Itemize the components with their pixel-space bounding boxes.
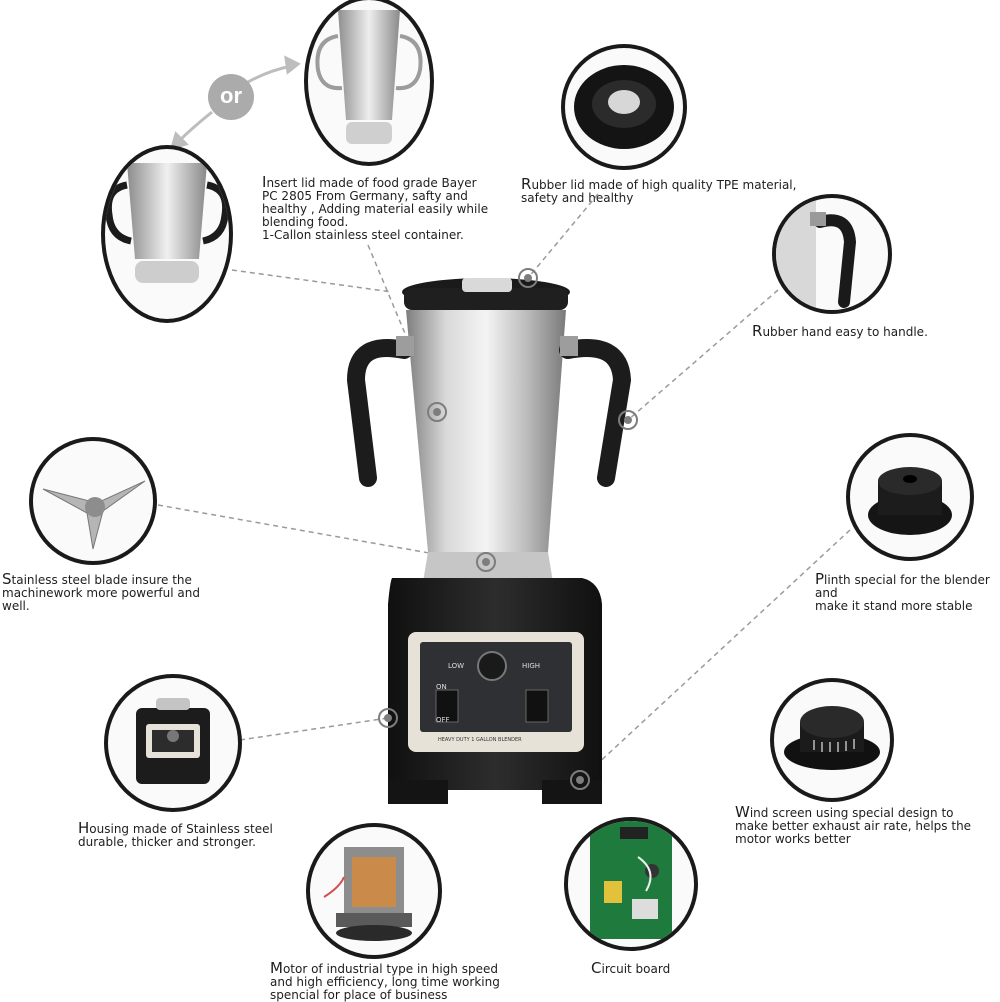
- callout-line: ubber lid made of high quality TPE mater…: [531, 178, 797, 192]
- stainless-jar-circle: [304, 0, 434, 166]
- callout-line: nsert lid made of food grade Bayer: [266, 176, 477, 190]
- housing-image: [136, 698, 210, 784]
- callout-plinth: Plinth special for the blender and make …: [815, 570, 1000, 613]
- callout-circuit-board: Circuit board: [591, 959, 671, 977]
- callout-line: ircuit board: [601, 962, 671, 976]
- blade-image: [42, 480, 146, 550]
- panel-on-label: ON: [436, 683, 447, 691]
- callout-line: make better exhaust air rate, helps the: [735, 819, 972, 833]
- callout-initial: S: [2, 570, 12, 588]
- callout-initial: W: [735, 803, 750, 821]
- callout-housing: Housing made of Stainless steel durable,…: [78, 819, 273, 849]
- rubber-lid-image: [574, 65, 674, 149]
- callout-line: ousing made of Stainless steel: [89, 822, 273, 836]
- callout-line: tainless steel blade insure the: [11, 573, 192, 587]
- callout-line: well.: [2, 599, 30, 613]
- callout-motor: Motor of industrial type in high speed a…: [270, 959, 500, 1002]
- callout-line: otor of industrial type in high speed: [282, 962, 498, 976]
- callout-rubber-lid: Rubber lid made of high quality TPE mate…: [521, 175, 797, 205]
- circuit-board-image: [590, 821, 672, 939]
- callout-initial: R: [752, 322, 763, 340]
- callout-line: safety and healthy: [521, 191, 634, 205]
- rubber-handle-image: [776, 198, 857, 310]
- callout-line: motor works better: [735, 832, 851, 846]
- motor-image: [323, 847, 412, 941]
- plinth-image: [868, 467, 952, 535]
- rubber-lid-circle: [561, 44, 687, 170]
- stainless-jar-image: [315, 10, 423, 144]
- rubber-handle-circle: [772, 194, 892, 314]
- plinth-circle: [846, 433, 974, 561]
- callout-rubber-hand: Rubber hand easy to handle.: [752, 322, 928, 340]
- jar-alt-circle: [101, 145, 233, 323]
- panel-high-label: HIGH: [522, 662, 541, 670]
- callout-line: linth special for the blender and: [815, 573, 990, 600]
- circuit-board-circle: [564, 817, 698, 951]
- callout-initial: P: [815, 570, 825, 588]
- callout-line: durable, thicker and stronger.: [78, 835, 256, 849]
- panel-off-label: OFF: [436, 716, 450, 724]
- callout-line: ind screen using special design to: [749, 806, 954, 820]
- wind-screen-circle: [770, 678, 894, 802]
- callout-line: blending food.: [262, 215, 349, 229]
- callout-line: spencial for place of business: [270, 988, 448, 1002]
- callout-insert-lid: Insert lid made of food grade Bayer PC 2…: [262, 173, 489, 242]
- callout-line: make it stand more stable: [815, 599, 973, 613]
- callout-initial: H: [78, 819, 90, 837]
- callout-line: healthy , Adding material easily while: [262, 202, 489, 216]
- callout-line: ubber hand easy to handle.: [762, 325, 928, 339]
- callout-initial: I: [262, 173, 267, 191]
- or-badge: or: [208, 74, 254, 120]
- callout-line: and high efficiency, long time working: [270, 975, 500, 989]
- callout-line: machinework more powerful and: [2, 586, 200, 600]
- callout-initial: M: [270, 959, 283, 977]
- motor-circle: [306, 823, 442, 959]
- blade-circle: [29, 437, 157, 565]
- callout-line: PC 2805 From Germany, safty and: [262, 189, 468, 203]
- callout-wind-screen: Wind screen using special design to make…: [735, 803, 972, 846]
- callout-blade: Stainless steel blade insure the machine…: [2, 570, 200, 613]
- callout-initial: R: [521, 175, 532, 193]
- wind-screen-image: [784, 706, 880, 770]
- panel-model-label: HEAVY DUTY 1 GALLON BLENDER: [438, 737, 522, 743]
- jar-alt-image: [105, 163, 229, 283]
- panel-low-label: LOW: [448, 662, 465, 670]
- callout-line: 1-Callon stainless steel container.: [262, 228, 464, 242]
- callout-initial: C: [591, 959, 602, 977]
- housing-circle: [104, 674, 242, 812]
